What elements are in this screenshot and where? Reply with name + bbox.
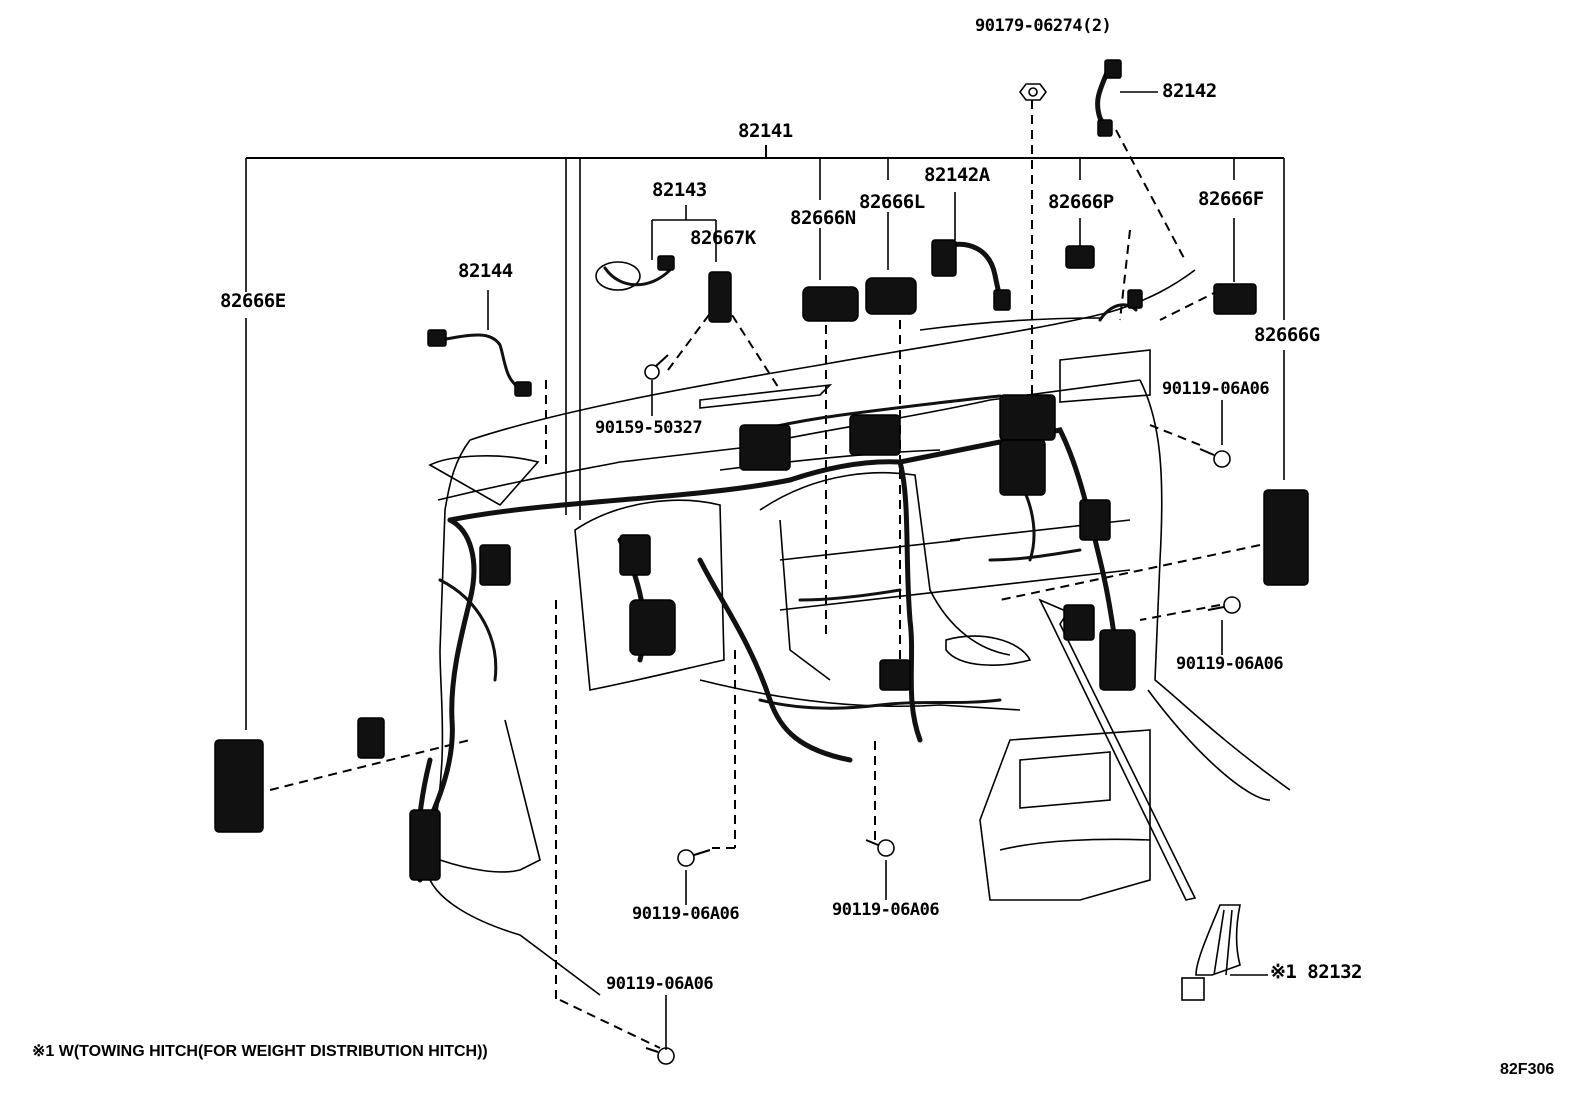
label-82666G: 82666G	[1254, 324, 1320, 346]
label-82142: 82142	[1162, 80, 1217, 102]
label-82132: ※1 82132	[1270, 961, 1363, 983]
sub-harness-82144	[427, 329, 532, 397]
label-82666P: 82666P	[1048, 191, 1114, 213]
label-82666E: 82666E	[220, 290, 286, 312]
label-82142A: 82142A	[924, 164, 990, 186]
bolt-90119-d	[865, 839, 895, 857]
footnote: ※1 W(TOWING HITCH(FOR WEIGHT DISTRIBUTIO…	[32, 1043, 488, 1060]
bolt-90119-b	[1207, 596, 1241, 614]
label-90159-50327: 90159-50327	[595, 418, 703, 438]
label-82666L: 82666L	[859, 191, 925, 213]
label-90119-06A06-center: 90119-06A06	[832, 900, 940, 920]
instrument-panel-outline	[428, 269, 1291, 996]
label-82666F: 82666F	[1198, 188, 1264, 210]
assembly-dashed-lines	[269, 100, 1261, 1049]
sub-harness-82666G	[1098, 289, 1143, 322]
bracket-82141	[245, 145, 1285, 730]
bolt-90159	[644, 354, 669, 380]
label-82667K: 82667K	[690, 227, 756, 249]
label-82666N: 82666N	[790, 207, 856, 229]
connector-blocks	[214, 245, 1309, 881]
nut-90179	[1019, 83, 1047, 101]
label-82143: 82143	[652, 179, 707, 201]
label-90119-06A06-upper-right: 90119-06A06	[1162, 379, 1270, 399]
label-90179-06274: 90179-06274(2)	[975, 16, 1112, 36]
fasteners	[644, 83, 1241, 1065]
sub-harness-82142	[1095, 59, 1122, 137]
label-90119-06A06-right: 90119-06A06	[1176, 654, 1284, 674]
bolt-90119-a	[1199, 448, 1231, 468]
label-90119-06A06-center-left: 90119-06A06	[632, 904, 740, 924]
diagram-code: 82F306	[1500, 1061, 1555, 1078]
bolt-90119-e	[645, 1047, 675, 1065]
sub-harness-82143	[595, 255, 675, 291]
label-90119-06A06-bottom: 90119-06A06	[606, 974, 714, 994]
sub-harness-82132	[1181, 904, 1241, 1001]
bolt-90119-c	[677, 849, 711, 867]
leader-lines	[487, 91, 1268, 1050]
label-82144: 82144	[458, 260, 513, 282]
label-82141: 82141	[738, 120, 793, 142]
sub-harness-82142A	[931, 239, 1011, 311]
harness-wires	[415, 394, 1123, 883]
